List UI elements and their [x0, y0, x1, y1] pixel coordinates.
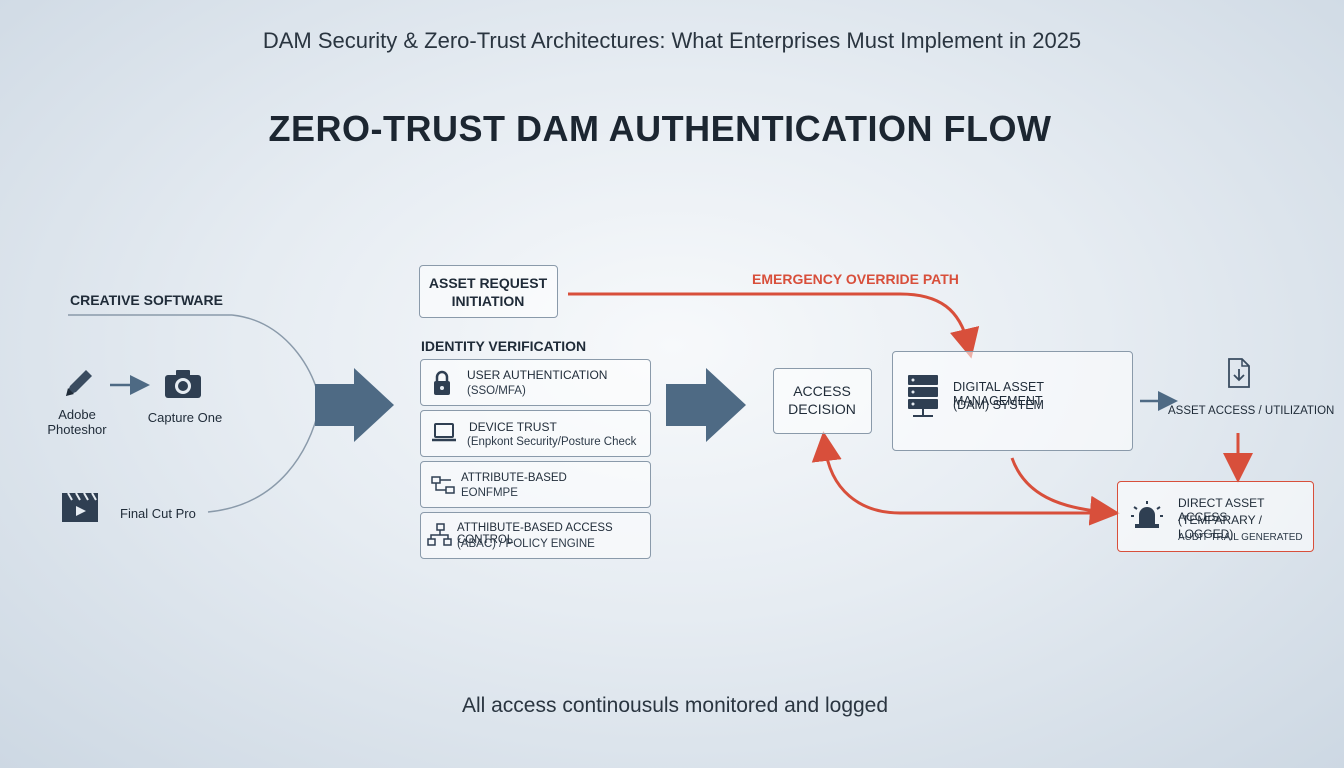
emergency-override-label: EMERGENCY OVERRIDE PATH: [752, 271, 959, 287]
direct-access-line3: AUDIT TRAIL GENERATED: [1178, 532, 1303, 543]
attribute-based-line2: EONFMPE: [461, 487, 518, 499]
decision-loop-arrow: [811, 431, 1110, 515]
server-icon: [907, 374, 939, 425]
diagram-title: ZERO-TRUST DAM AUTHENTICATION FLOW: [268, 108, 1052, 149]
device-trust-line2: (Enpkont Security/Posture Check: [467, 436, 637, 448]
identity-item-device-trust: DEVICE TRUST (Enpkont Security/Posture C…: [420, 410, 651, 457]
pen-icon: [60, 366, 98, 400]
identity-item-attribute-based: ATTRIBUTE-BASED EONFMPE: [420, 461, 651, 508]
dam-system-line2: (DAM) SYSTEM: [953, 398, 1044, 412]
identity-verification-heading: IDENTITY VERIFICATION: [421, 338, 587, 354]
access-decision-label: ACCESS DECISION: [788, 383, 856, 417]
creative-item-final-cut: Final Cut Pro: [120, 506, 196, 521]
footer-note: All access continousuls monitored and lo…: [461, 694, 889, 717]
laptop-icon: [431, 422, 457, 449]
flow-arrow-to-decision: [666, 368, 746, 442]
alarm-icon: [1130, 500, 1164, 535]
direct-asset-access-box: DIRECT ASSET ACCESS (TEMPARARY / LOGGED)…: [1117, 481, 1314, 552]
dam-system-box: DIGITAL ASSET MANAGEMENT (DAM) SYSTEM: [892, 351, 1133, 451]
creative-item-adobe: Adobe Photeshor: [47, 407, 107, 437]
document-download-icon: [1227, 358, 1251, 393]
direct-access-line1: DIRECT ASSET ACCESS: [1178, 496, 1265, 524]
identity-item-abac-policy: ATTHIBUTE-BASED ACCESS CONTROL (ABAC) / …: [420, 512, 651, 559]
hierarchy-icon: [431, 475, 457, 500]
creative-item-capture-one: Capture One: [147, 410, 223, 425]
direct-access-line2: (TEMPARARY / LOGGED): [1178, 513, 1263, 541]
lock-icon: [433, 370, 451, 401]
abac-line1: ATTHIBUTE-BASED ACCESS CONTROL: [457, 522, 613, 546]
network-icon: [427, 523, 453, 552]
asset-request-label: ASSET REQUEST INITIATION: [428, 275, 548, 309]
abac-line2: (ABAC) / POLICY ENGINE: [457, 538, 595, 550]
page-header-title: DAM Security & Zero-Trust Architectures:…: [262, 28, 1082, 53]
user-auth-line2: (SSO/MFA): [467, 385, 526, 397]
creative-software-heading: CREATIVE SOFTWARE: [70, 292, 223, 308]
emergency-override-arrow: [568, 292, 980, 359]
camera-icon: [163, 368, 203, 400]
device-trust-line1: DEVICE TRUST: [469, 420, 557, 434]
asset-request-box: ASSET REQUEST INITIATION: [419, 265, 558, 318]
identity-item-user-auth: USER AUTHENTICATION (SSO/MFA): [420, 359, 651, 406]
user-auth-line1: USER AUTHENTICATION: [467, 368, 608, 382]
flow-arrow-to-identity: [315, 368, 394, 442]
creative-bracket-curve-top: [231, 314, 321, 401]
dam-to-direct-arrow: [1010, 457, 1120, 526]
attribute-based-line1: ATTRIBUTE-BASED: [461, 472, 567, 484]
clapperboard-icon: [60, 490, 100, 524]
asset-access-label: ASSET ACCESS / UTILIZATION: [1168, 405, 1335, 417]
access-decision-box: ACCESS DECISION: [773, 368, 872, 434]
dam-system-line1: DIGITAL ASSET MANAGEMENT: [953, 380, 1044, 408]
